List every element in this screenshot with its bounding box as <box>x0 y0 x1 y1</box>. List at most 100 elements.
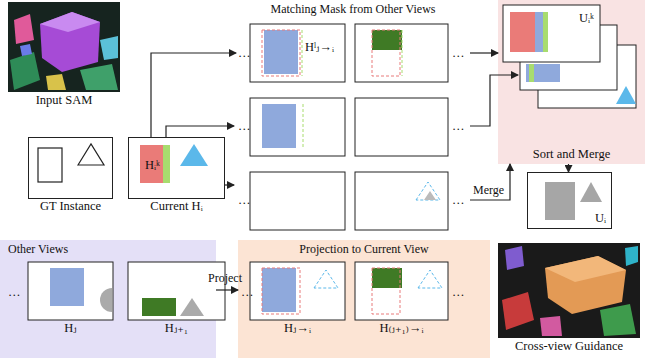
matching-rows-part <box>250 24 345 82</box>
input-sam-image-part <box>8 2 120 92</box>
mask-region: Hᵢᵏ <box>141 146 164 184</box>
other-view-shapes-part <box>128 262 225 320</box>
other-view-shapes-part <box>28 262 113 320</box>
edge-label: Merge <box>473 184 504 198</box>
current-mask-shapes-part <box>140 145 163 183</box>
merged-card: Uᵢᵏ <box>503 5 600 62</box>
matching-mask-shapes-part <box>424 191 436 200</box>
ellipsis: … <box>452 46 465 60</box>
node-text: GT Instance <box>40 199 101 213</box>
projection-shapes-part <box>314 270 338 288</box>
cross-view-image-part <box>600 304 636 336</box>
merged-card-stack <box>503 5 636 108</box>
ellipsis: … <box>238 46 251 60</box>
input-sam-image-part <box>10 52 40 90</box>
flow-arrow <box>568 164 569 172</box>
input-sam-image-part <box>46 74 66 90</box>
input-sam-image <box>8 2 120 92</box>
current-mask-shapes-part <box>180 144 208 166</box>
node-text: Hⱼ₊₁ <box>165 321 188 335</box>
input-sam-image-part <box>40 12 100 72</box>
sort-merge-band: Sort and Merge Uᵢᵏ <box>498 0 645 164</box>
cross-view-image-part <box>502 292 534 330</box>
image-panel: Input SAM <box>8 2 120 92</box>
matching-rows-part <box>355 98 448 156</box>
input-sam-image-part <box>40 12 100 32</box>
projection-shapes-part <box>262 268 300 314</box>
projection-shapes-part <box>372 268 402 288</box>
view-box: Hⱼ→ᵢ <box>250 262 345 320</box>
other-view-shapes-part <box>180 298 204 316</box>
node-text: Hⱼ <box>64 321 76 335</box>
merged-card-stack-part <box>535 12 543 52</box>
gt-instance-shapes-part <box>78 144 104 165</box>
cross-view-image-part <box>505 246 524 270</box>
projection-shapes-part <box>372 268 400 314</box>
matching-rows-part <box>250 98 345 156</box>
ellipsis: … <box>238 119 251 133</box>
node-text: Input SAM <box>36 93 93 107</box>
current-mask-shapes-part <box>163 145 170 183</box>
matching-mask-shapes-part <box>372 30 400 76</box>
other-view-shapes-part <box>142 298 176 316</box>
gt-instance-shapes <box>38 144 104 182</box>
view-box: Hⱼ <box>28 262 113 320</box>
other-view-shapes-part <box>100 288 112 312</box>
flow-arrow <box>216 289 238 290</box>
matching-mask-shapes-part <box>299 104 300 148</box>
merged-card-stack-part <box>503 5 600 62</box>
views-band: Other ViewsHⱼHⱼ₊₁ <box>0 240 216 358</box>
instance-box: GT Instance <box>28 137 113 199</box>
ellipsis: … <box>452 119 465 133</box>
node-text: Matching Mask from Other Views <box>270 3 435 17</box>
merged-card-stack-part <box>529 64 534 82</box>
matching-rows-part <box>355 172 448 230</box>
cross-view-image-part <box>545 256 626 314</box>
other-view-shapes <box>28 262 225 320</box>
projection-shapes <box>250 262 448 320</box>
matching-mask-shapes-part <box>372 30 402 50</box>
matching-group: Matching Mask from Other Views <box>236 0 470 238</box>
matching-mask-shapes-part <box>262 104 296 148</box>
node-text: Projection to Current View <box>299 243 428 257</box>
cross-view-image-part <box>625 246 638 266</box>
matching-mask-shapes <box>262 30 440 200</box>
merged-result-shapes-part <box>545 182 575 220</box>
ellipsis: … <box>8 285 21 299</box>
node-text: Hᵢᵏ <box>145 158 160 172</box>
result-box: Uᵢ <box>527 172 612 229</box>
input-sam-image-part <box>100 36 118 60</box>
node-text: Cross-view Guidance <box>515 339 623 353</box>
layout-arrows <box>166 75 518 185</box>
cross-view-image <box>498 243 640 338</box>
band-backgrounds-part <box>238 240 490 358</box>
projection-shapes-part <box>250 262 345 320</box>
layout-arrows-part <box>470 75 518 126</box>
node-text: Current Hᵢ <box>150 199 202 213</box>
edge-label: Project <box>208 272 242 286</box>
layout-arrows-part <box>166 126 234 137</box>
node-text: Sort and Merge <box>533 147 611 161</box>
matching-rows <box>250 24 448 230</box>
image-panel: Cross-view Guidance <box>498 243 640 338</box>
mask-box: Current HᵢHᵢᵏ <box>128 137 225 199</box>
matching-mask-shapes-part <box>402 30 403 76</box>
matching-mask-shapes-part <box>262 30 300 76</box>
projection-shapes-part <box>418 270 442 288</box>
flow-arrow <box>470 52 498 53</box>
projection-shapes-part <box>355 262 448 320</box>
input-sam-image-part <box>20 44 32 56</box>
flow-arrow <box>151 53 236 137</box>
layout-arrows-part <box>225 184 234 185</box>
cross-view-image-part <box>540 316 562 336</box>
current-mask-shapes <box>140 144 208 183</box>
input-sam-image-part <box>14 14 34 44</box>
node-text: Other Views <box>8 243 68 257</box>
cross-view-image-part <box>545 256 626 282</box>
merged-card-stack-part <box>526 64 560 82</box>
flow-arrow <box>470 164 510 200</box>
ellipsis: … <box>238 193 251 207</box>
